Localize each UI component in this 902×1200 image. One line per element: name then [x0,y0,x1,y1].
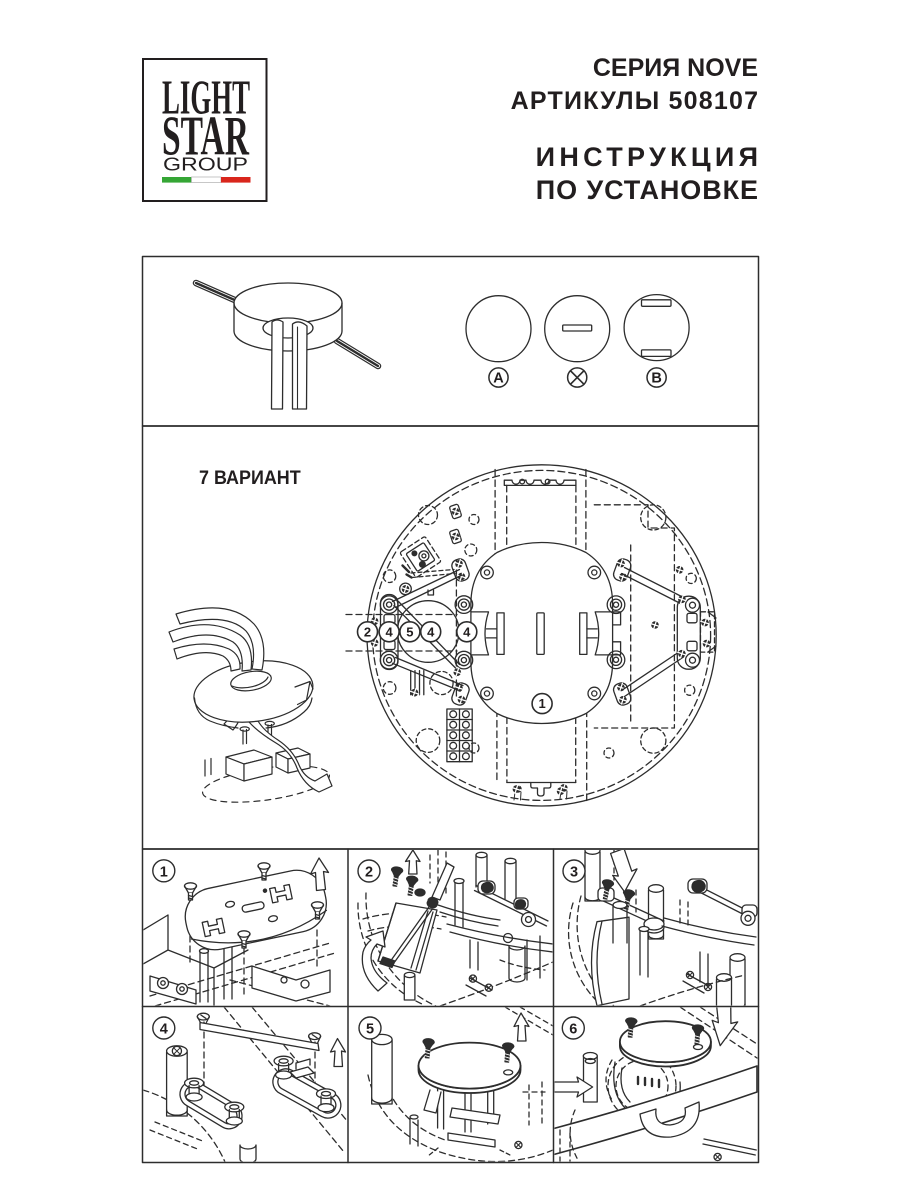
svg-text:5: 5 [366,1022,374,1038]
svg-text:1: 1 [538,696,545,711]
svg-text:1: 1 [160,864,168,880]
svg-text:4: 4 [385,624,393,639]
svg-text:2: 2 [364,624,371,639]
svg-text:5: 5 [406,624,413,639]
svg-text:GROUP: GROUP [163,155,248,175]
svg-text:2: 2 [365,865,373,881]
svg-text:STAR: STAR [162,106,249,168]
svg-text:3: 3 [570,865,578,881]
svg-text:B: B [651,371,661,387]
svg-text:6: 6 [569,1022,577,1038]
svg-text:4: 4 [463,624,471,639]
svg-text:A: A [493,371,504,387]
svg-text:4: 4 [427,624,435,639]
svg-text:LIGHT: LIGHT [162,72,250,125]
svg-text:4: 4 [160,1022,168,1038]
